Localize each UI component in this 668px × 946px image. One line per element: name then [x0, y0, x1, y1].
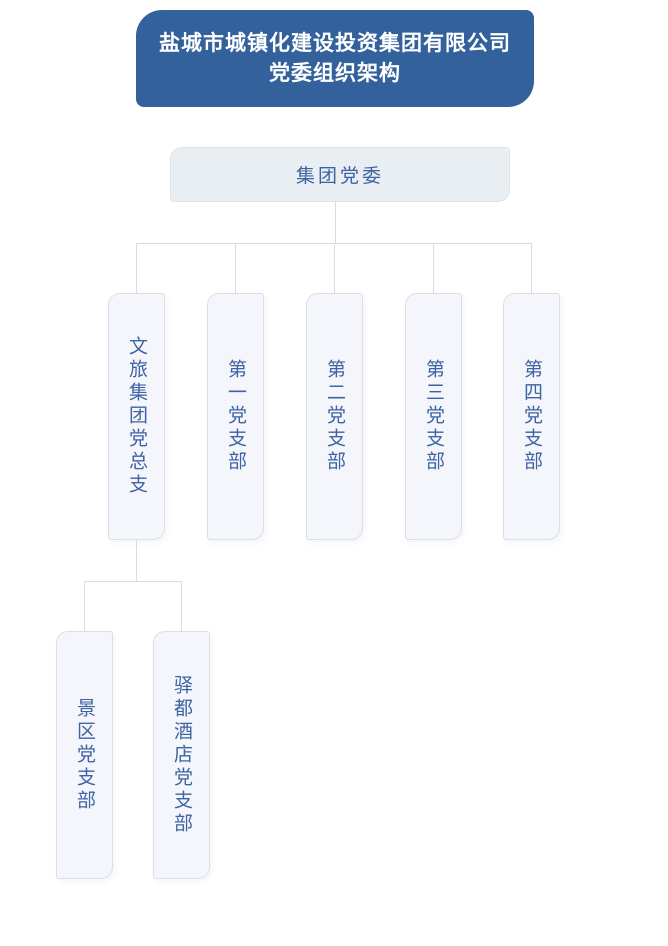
connector-drop-child-1: [136, 243, 137, 293]
root-node-label: 集团党委: [295, 166, 384, 187]
node-second-party-branch: 第二党支部: [306, 293, 363, 540]
node-fourth-party-branch: 第四党支部: [503, 293, 560, 540]
connector-tier2-rail: [84, 581, 182, 582]
connector-drop-grandchild-2: [181, 581, 182, 631]
chart-title-banner: 盐城市城镇化建设投资集团有限公司 党委组织架构: [136, 10, 534, 107]
node-scenic-area-party-branch: 景区党支部: [56, 631, 113, 879]
connector-drop-child-2: [235, 243, 236, 293]
node-label: 第一党支部: [225, 359, 246, 474]
node-label: 景区党支部: [74, 697, 95, 813]
node-label: 第二党支部: [324, 359, 345, 474]
chart-title-line2: 党委组织架构: [269, 61, 401, 85]
node-label: 第三党支部: [423, 359, 444, 474]
node-label: 驿都酒店党支部: [171, 674, 192, 836]
node-first-party-branch: 第一党支部: [207, 293, 264, 540]
connector-drop-child-3: [334, 243, 335, 293]
node-third-party-branch: 第三党支部: [405, 293, 462, 540]
node-group-party-committee: 集团党委: [170, 147, 510, 202]
node-yidu-hotel-party-branch: 驿都酒店党支部: [153, 631, 210, 879]
connector-subtree-stem: [136, 540, 137, 581]
chart-title-line1: 盐城市城镇化建设投资集团有限公司: [159, 31, 511, 55]
connector-drop-child-4: [433, 243, 434, 293]
connector-drop-child-5: [531, 243, 532, 293]
node-label: 文旅集团党总支: [126, 336, 147, 497]
connector-root-stem: [335, 202, 336, 243]
node-wenlv-group-general-branch: 文旅集团党总支: [108, 293, 165, 540]
node-label: 第四党支部: [521, 359, 542, 474]
connector-drop-grandchild-1: [84, 581, 85, 631]
